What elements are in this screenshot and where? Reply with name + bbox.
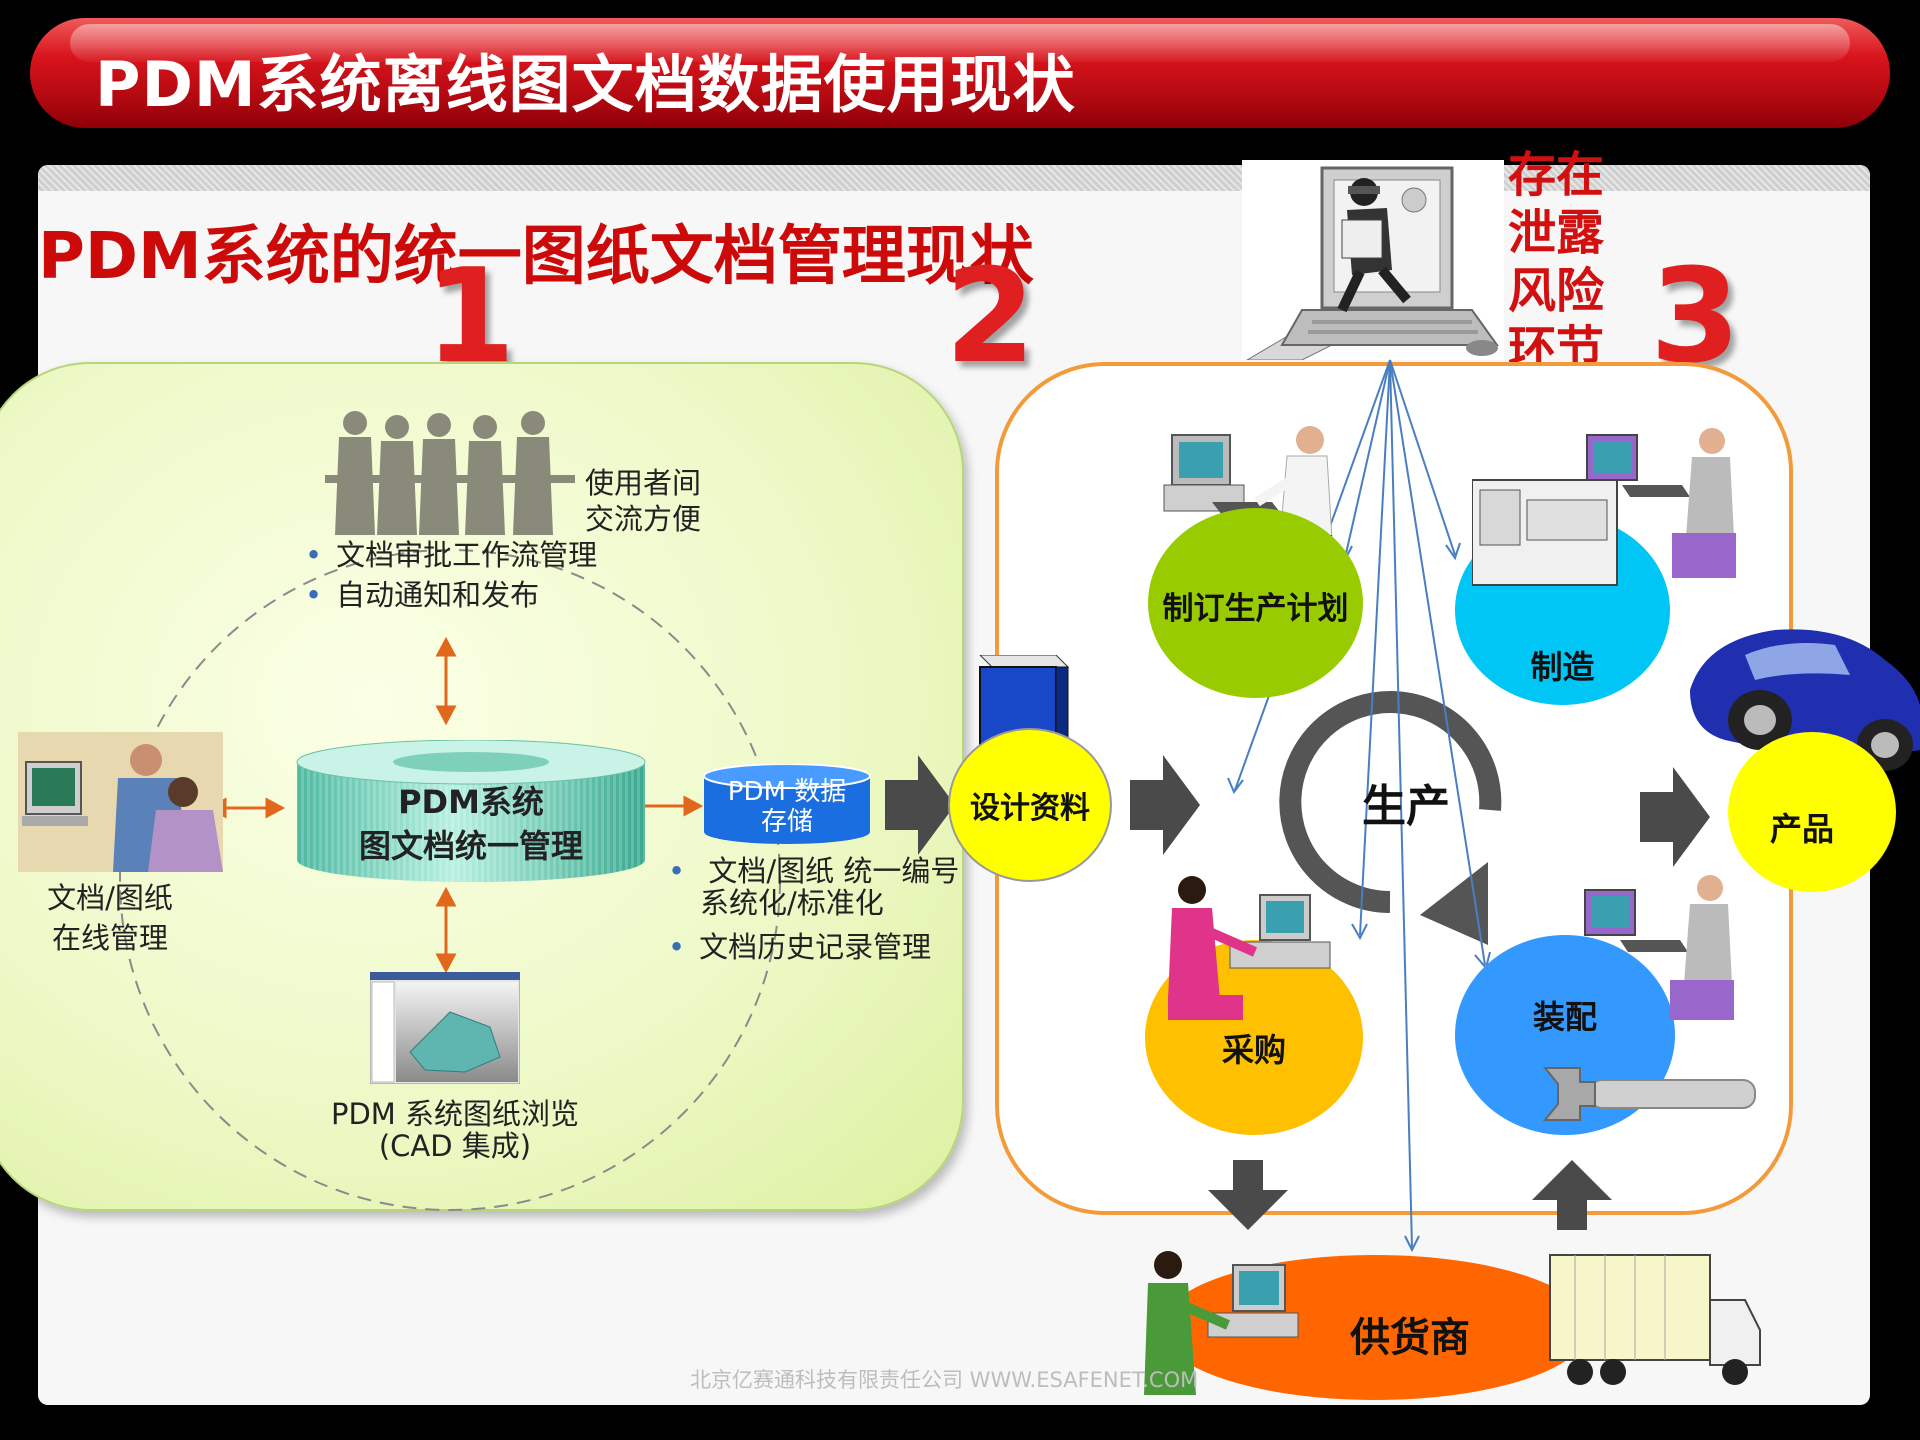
bullet-auto-notify: 自动通知和发布	[305, 575, 597, 615]
product-node: 产品	[1728, 732, 1896, 892]
bullets-workflow: 文档审批工作流管理 自动通知和发布	[305, 535, 597, 615]
title-bar	[30, 18, 1890, 128]
supplier-label: 供货商	[1350, 1315, 1470, 1361]
online-management-image	[18, 732, 223, 872]
assembly-worker-image	[1580, 870, 1750, 1030]
data-leak-thief-image	[1242, 160, 1504, 361]
production-plan-node: 制订生产计划	[1148, 508, 1363, 698]
online-management-label: 文档/图纸 在线管理	[47, 881, 173, 955]
planner-worker-image	[1162, 420, 1337, 570]
pdm-cylinder	[295, 739, 647, 885]
leak-risk-label: 存在 泄露 风险 环节	[1508, 147, 1605, 377]
wrench-icon	[1540, 1060, 1760, 1130]
pdm-data-storage-label: PDM 数据 存储	[727, 777, 847, 837]
supplier-worker-image	[1138, 1245, 1303, 1405]
production-cycle-label: 生产	[1362, 781, 1450, 832]
page-title: PDM系统离线图文档数据使用现状	[95, 48, 1076, 121]
bullets-numbering: 文档/图纸 统一编号 系统化/标准化 文档历史记录管理	[668, 855, 959, 967]
section-subtitle: PDM系统的统一图纸文档管理现状	[38, 220, 1034, 294]
delivery-truck-image	[1545, 1250, 1765, 1390]
car-product-image	[1685, 620, 1920, 780]
manufacture-worker-image	[1471, 425, 1747, 590]
bullet-approval-workflow: 文档审批工作流管理	[305, 535, 597, 575]
purchase-worker-image	[1160, 870, 1340, 1030]
cad-browse-label: PDM 系统图纸浏览 (CAD 集成)	[330, 1097, 580, 1163]
cad-viewer-screenshot	[369, 971, 521, 1085]
content-header-strip	[38, 165, 1870, 191]
step-number-2: 2	[945, 240, 1036, 392]
pdm-data-storage-cylinder	[702, 763, 872, 846]
meeting-people-icon	[325, 405, 575, 535]
bullet-unified-numbering: 文档/图纸 统一编号 系统化/标准化	[668, 855, 959, 919]
design-materials-node: 设计资料	[948, 728, 1112, 882]
pdm-cylinder-label: PDM系统 图文档统一管理	[358, 783, 583, 865]
bullet-history-management: 文档历史记录管理	[668, 927, 959, 967]
users-communication-text: 使用者间 交流方便	[585, 466, 702, 536]
company-footer: 北京亿赛通科技有限责任公司 WWW.ESAFENET.COM	[690, 1368, 1199, 1392]
